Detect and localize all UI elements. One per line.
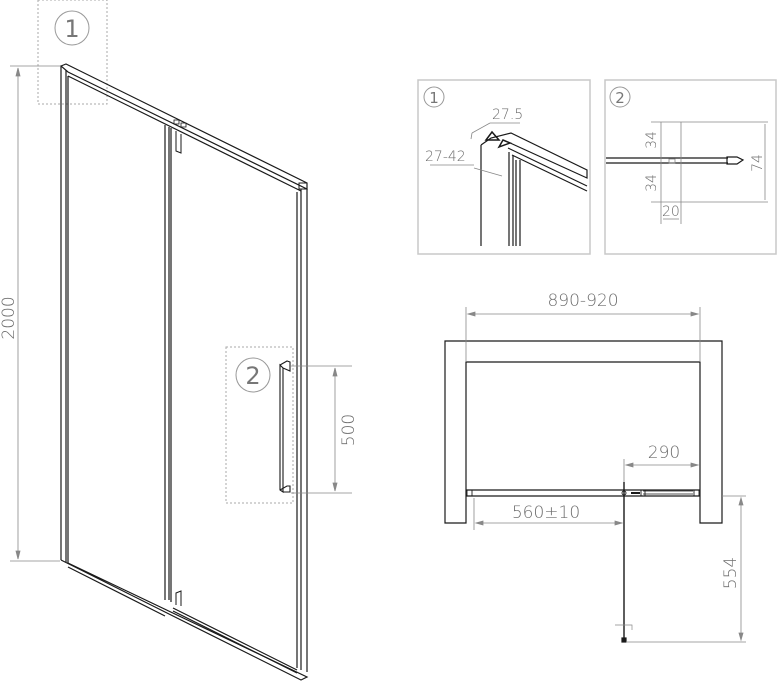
detail-2-dim-34-lower: 34 <box>644 174 660 192</box>
callout-2-number: 2 <box>245 362 260 390</box>
top-rail <box>59 63 308 190</box>
detail-1-dim-27-5: 27.5 <box>492 107 523 123</box>
right-jamb <box>296 189 308 672</box>
callout-2-circle <box>235 357 271 393</box>
plan-fixed-section-label: 290 <box>648 443 680 463</box>
main-dimensions <box>10 65 352 562</box>
main-door-view <box>37 0 309 681</box>
plan-width-label: 890-920 <box>547 291 618 311</box>
door-track <box>466 489 700 497</box>
callout-1-number: 1 <box>64 15 79 43</box>
callout-1-circle <box>54 10 90 46</box>
callout-2: 2 <box>235 357 271 393</box>
detail-2-panel: 2 34 34 74 20 <box>604 79 777 255</box>
detail-2-number: 2 <box>615 89 625 107</box>
handle-dimension-label: 500 <box>339 414 359 446</box>
detail-1-panel: 1 27.5 27-42 <box>417 79 591 255</box>
bottom-pivot <box>175 590 182 606</box>
bottom-rail <box>60 559 309 681</box>
pivot-divider <box>164 125 172 602</box>
detail-1-dim-27-42: 27-42 <box>425 149 466 165</box>
detail-2-dim-20: 20 <box>662 204 680 220</box>
callout-1-box <box>37 0 108 105</box>
plan-swing-label: 554 <box>721 557 741 589</box>
door-handle <box>279 360 291 494</box>
plan-opening-label: 560±10 <box>512 503 580 523</box>
left-jamb <box>60 66 69 563</box>
plan-view: 890-920 290 560±10 554 <box>444 291 746 643</box>
top-pivot <box>175 131 182 154</box>
callout-2-box <box>225 346 294 504</box>
detail-2-dim-34-upper: 34 <box>644 131 660 149</box>
height-dimension-label: 2000 <box>0 296 19 339</box>
callout-1: 1 <box>54 10 90 46</box>
detail-2-dim-74: 74 <box>750 154 766 172</box>
detail-1-number: 1 <box>429 89 439 107</box>
